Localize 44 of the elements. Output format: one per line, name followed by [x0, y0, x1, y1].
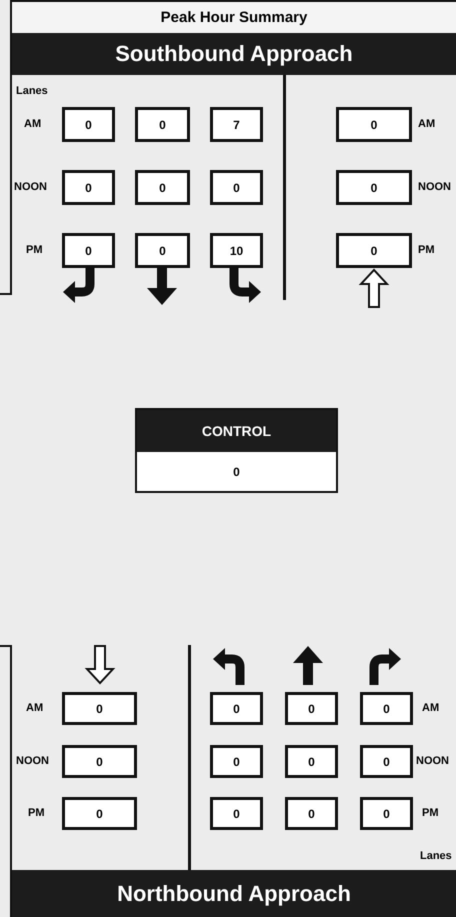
- section-header-band: Southbound Approach: [12, 33, 456, 75]
- count-field: 0: [210, 170, 263, 205]
- count-field: 0: [135, 107, 190, 142]
- period-label: PM: [28, 807, 44, 819]
- count-field: 0: [135, 170, 190, 205]
- count-field: 0: [210, 745, 263, 778]
- count-field: 0: [135, 233, 190, 268]
- period-label: PM: [418, 244, 434, 256]
- count-field: 0: [336, 107, 412, 142]
- lanes-label: Lanes: [420, 850, 452, 862]
- period-label: NOON: [16, 755, 49, 767]
- count-field: 0: [360, 797, 413, 830]
- count-field: 0: [62, 692, 137, 725]
- count-field: 0: [360, 745, 413, 778]
- count-field: 0: [285, 745, 338, 778]
- period-label: NOON: [14, 181, 47, 193]
- count-field: 0: [62, 107, 115, 142]
- count-field: 0: [62, 233, 115, 268]
- count-field: 0: [62, 170, 115, 205]
- count-field: 10: [210, 233, 263, 268]
- title-text: Peak Hour Summary: [12, 2, 456, 33]
- count-field: 0: [285, 692, 338, 725]
- period-label: AM: [418, 118, 436, 130]
- period-label: NOON: [418, 181, 451, 193]
- count-field: 0: [62, 745, 137, 778]
- count-field: 0: [285, 797, 338, 830]
- period-label: AM: [422, 702, 440, 714]
- period-label: PM: [26, 244, 42, 256]
- lanes-label: Lanes: [16, 85, 48, 97]
- count-field: 0: [62, 797, 137, 830]
- control-value: 0: [232, 464, 241, 480]
- section-header-band: Northbound Approach: [12, 870, 456, 917]
- count-field: 7: [210, 107, 263, 142]
- count-field: 0: [360, 692, 413, 725]
- period-label: AM: [24, 118, 42, 130]
- period-label: PM: [422, 807, 438, 819]
- control-heading: CONTROL: [137, 410, 336, 452]
- count-field: 0: [336, 170, 412, 205]
- count-field: 0: [336, 233, 412, 268]
- count-field: 0: [210, 797, 263, 830]
- count-field: 0: [210, 692, 263, 725]
- period-label: NOON: [416, 755, 449, 767]
- period-label: AM: [26, 702, 44, 714]
- control-panel: [135, 408, 338, 493]
